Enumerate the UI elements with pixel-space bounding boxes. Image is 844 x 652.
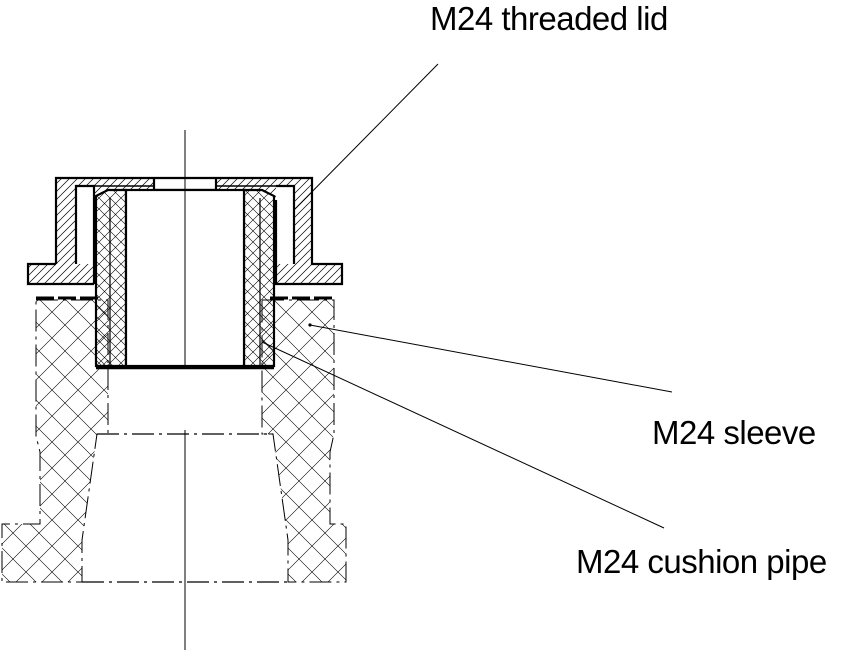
leader-lines [261, 63, 673, 529]
cushion-pipe-left-wall [1, 299, 109, 583]
leader-dot-sleeve [308, 323, 312, 327]
leader-line-sleeve [309, 324, 673, 393]
leader-line-cushion [261, 341, 665, 529]
lid-skirt-left-gap [76, 186, 94, 264]
label-sleeve: M24 sleeve [652, 414, 816, 451]
sleeve-left-wall [94, 188, 128, 368]
label-threaded-lid: M24 threaded lid [430, 0, 668, 37]
leader-line-lid [293, 63, 439, 211]
threaded-lid [26, 176, 344, 286]
cushion-pipe-right-wall [261, 299, 347, 583]
cushion-pipe [1, 296, 347, 583]
sleeve-right-wall [242, 188, 276, 368]
label-cushion-pipe: M24 cushion pipe [576, 543, 827, 580]
lid-skirt-right-gap [276, 186, 294, 264]
